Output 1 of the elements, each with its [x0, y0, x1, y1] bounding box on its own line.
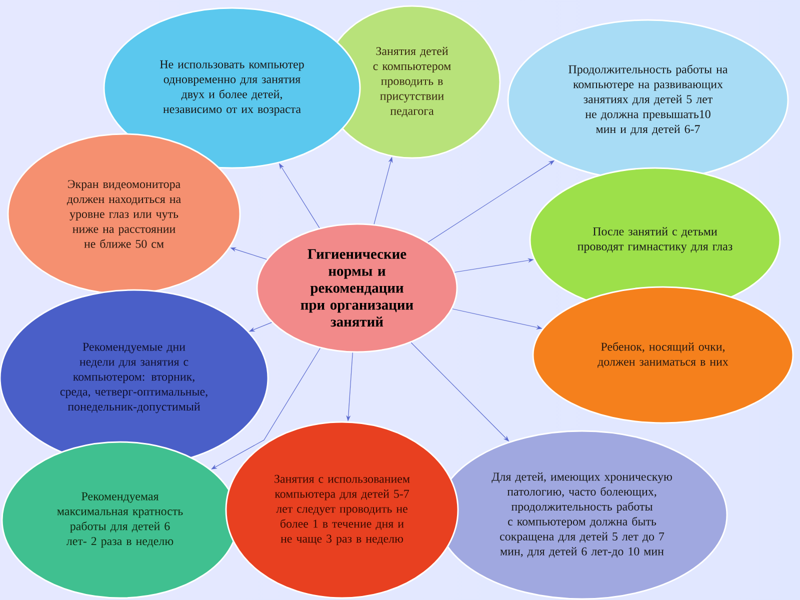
arrow [211, 348, 320, 470]
